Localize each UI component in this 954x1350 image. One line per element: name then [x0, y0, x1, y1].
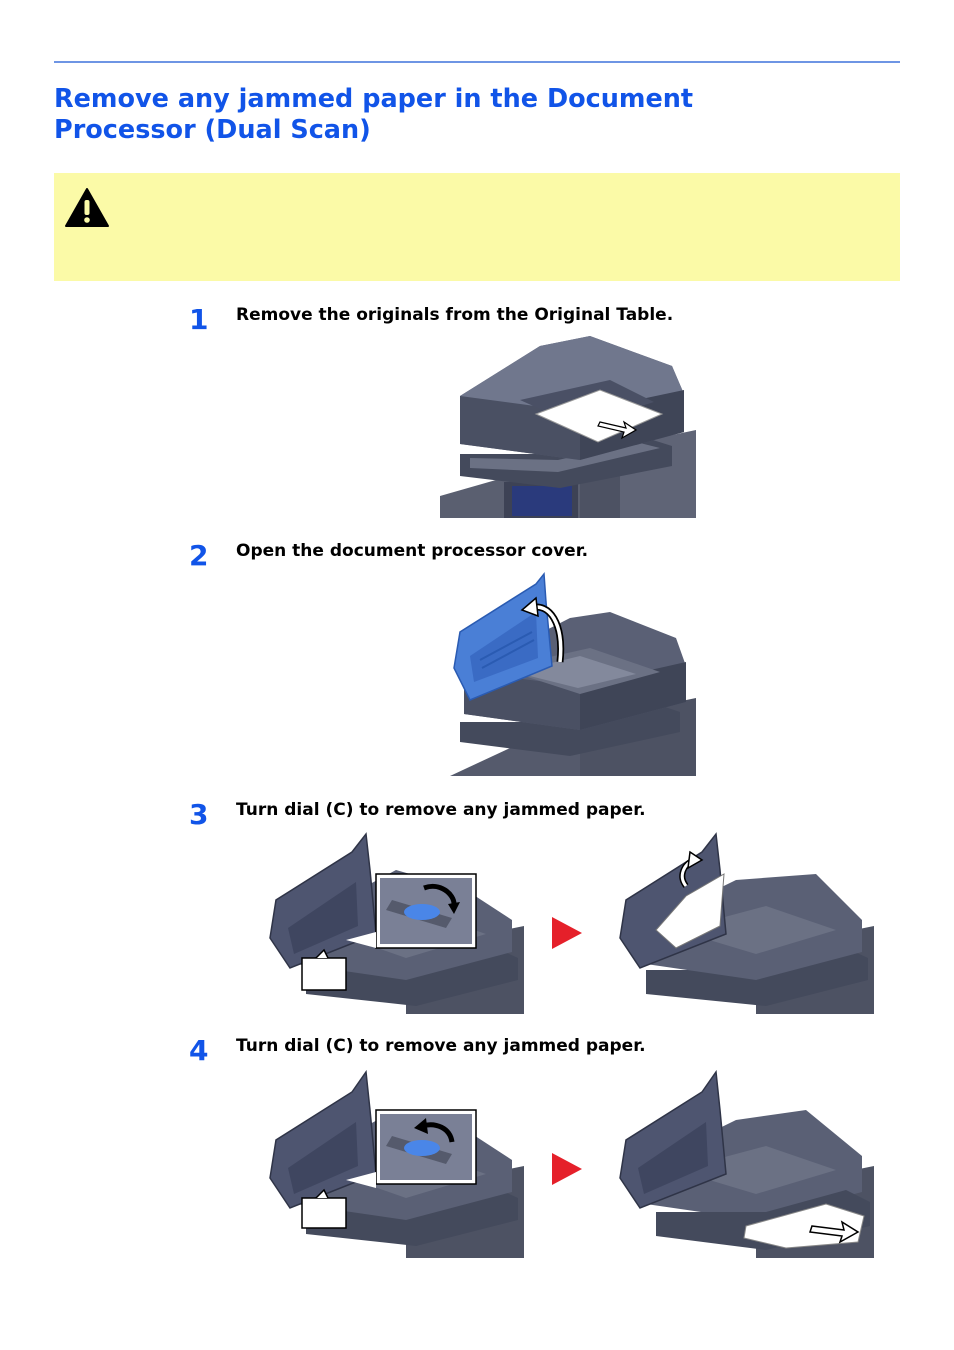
step-2-text: Open the document processor cover. [236, 541, 589, 561]
page-title-line-1: Remove any jammed paper in the Document [54, 84, 694, 114]
top-rule [54, 61, 900, 63]
step-4-illustration-dial [266, 1066, 524, 1258]
warning-triangle-icon [65, 188, 109, 227]
step-4-next-arrow-icon [552, 1153, 582, 1185]
step-4-number: 4 [189, 1034, 209, 1067]
step-4-text: Turn dial (C) to remove any jammed paper… [236, 1036, 646, 1056]
step-4-illustration-remove [616, 1066, 874, 1258]
step-3-number: 3 [189, 798, 209, 831]
step-3-illustration-dial [266, 830, 524, 1014]
page-title-line-2: Processor (Dual Scan) [54, 115, 371, 145]
step-3-illustration-remove [616, 830, 874, 1014]
step-1-illustration [440, 336, 696, 518]
step-3-next-arrow-icon [552, 917, 582, 949]
caution-box [54, 173, 900, 281]
step-1-number: 1 [189, 303, 209, 336]
step-2-number: 2 [189, 539, 209, 572]
step-1-text: Remove the originals from the Original T… [236, 305, 674, 325]
page-title: Remove any jammed paper in the Document … [54, 84, 894, 146]
step-2-illustration [440, 572, 696, 776]
step-3-text: Turn dial (C) to remove any jammed paper… [236, 800, 646, 820]
